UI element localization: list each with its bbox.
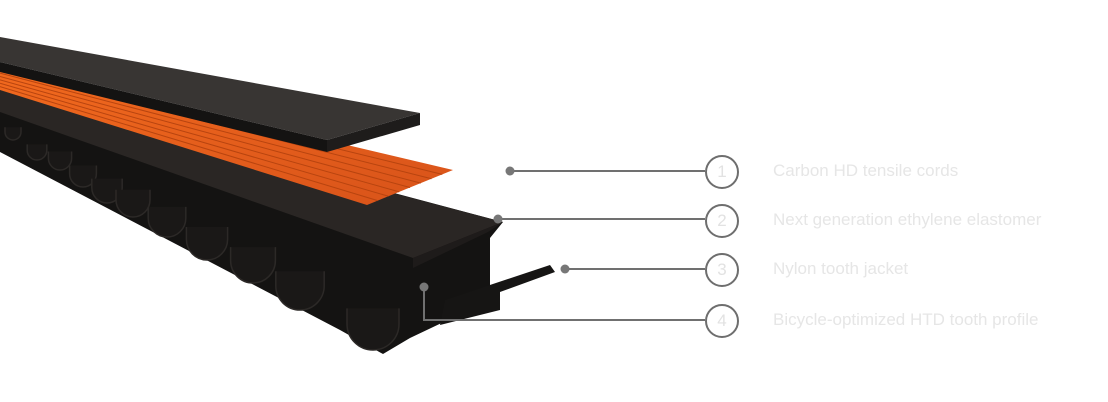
tooth-jacket xyxy=(440,265,555,325)
cord-line xyxy=(0,72,421,184)
leader-lines xyxy=(423,170,705,321)
cord-line xyxy=(0,82,389,197)
tooth xyxy=(229,247,277,284)
tooth xyxy=(4,127,22,141)
tooth xyxy=(275,271,325,311)
tooth xyxy=(68,165,98,188)
callout-label-2: Next generation ethylene elastomer xyxy=(773,210,1042,229)
callout-number-3: 3 xyxy=(705,253,739,287)
callout-number-2: 2 xyxy=(705,204,739,238)
tooth xyxy=(346,308,400,351)
cord-line xyxy=(0,86,378,202)
tooth xyxy=(147,206,187,238)
callout-label-4: Bicycle-optimized HTD tooth profile xyxy=(773,310,1039,329)
callout-label-1: Carbon HD tensile cords xyxy=(773,161,959,180)
belt-body xyxy=(0,88,503,354)
callout-number-4: 4 xyxy=(705,304,739,338)
callout-number-1: 1 xyxy=(705,155,739,189)
cord-line xyxy=(0,79,400,193)
top-layer xyxy=(0,37,420,152)
cord-line xyxy=(0,76,411,188)
tooth xyxy=(185,227,229,261)
leader-dots xyxy=(419,166,570,292)
tooth xyxy=(115,189,151,218)
tooth xyxy=(47,151,73,171)
tooth xyxy=(26,144,48,161)
callout-label-3: Nylon tooth jacket xyxy=(773,259,909,278)
